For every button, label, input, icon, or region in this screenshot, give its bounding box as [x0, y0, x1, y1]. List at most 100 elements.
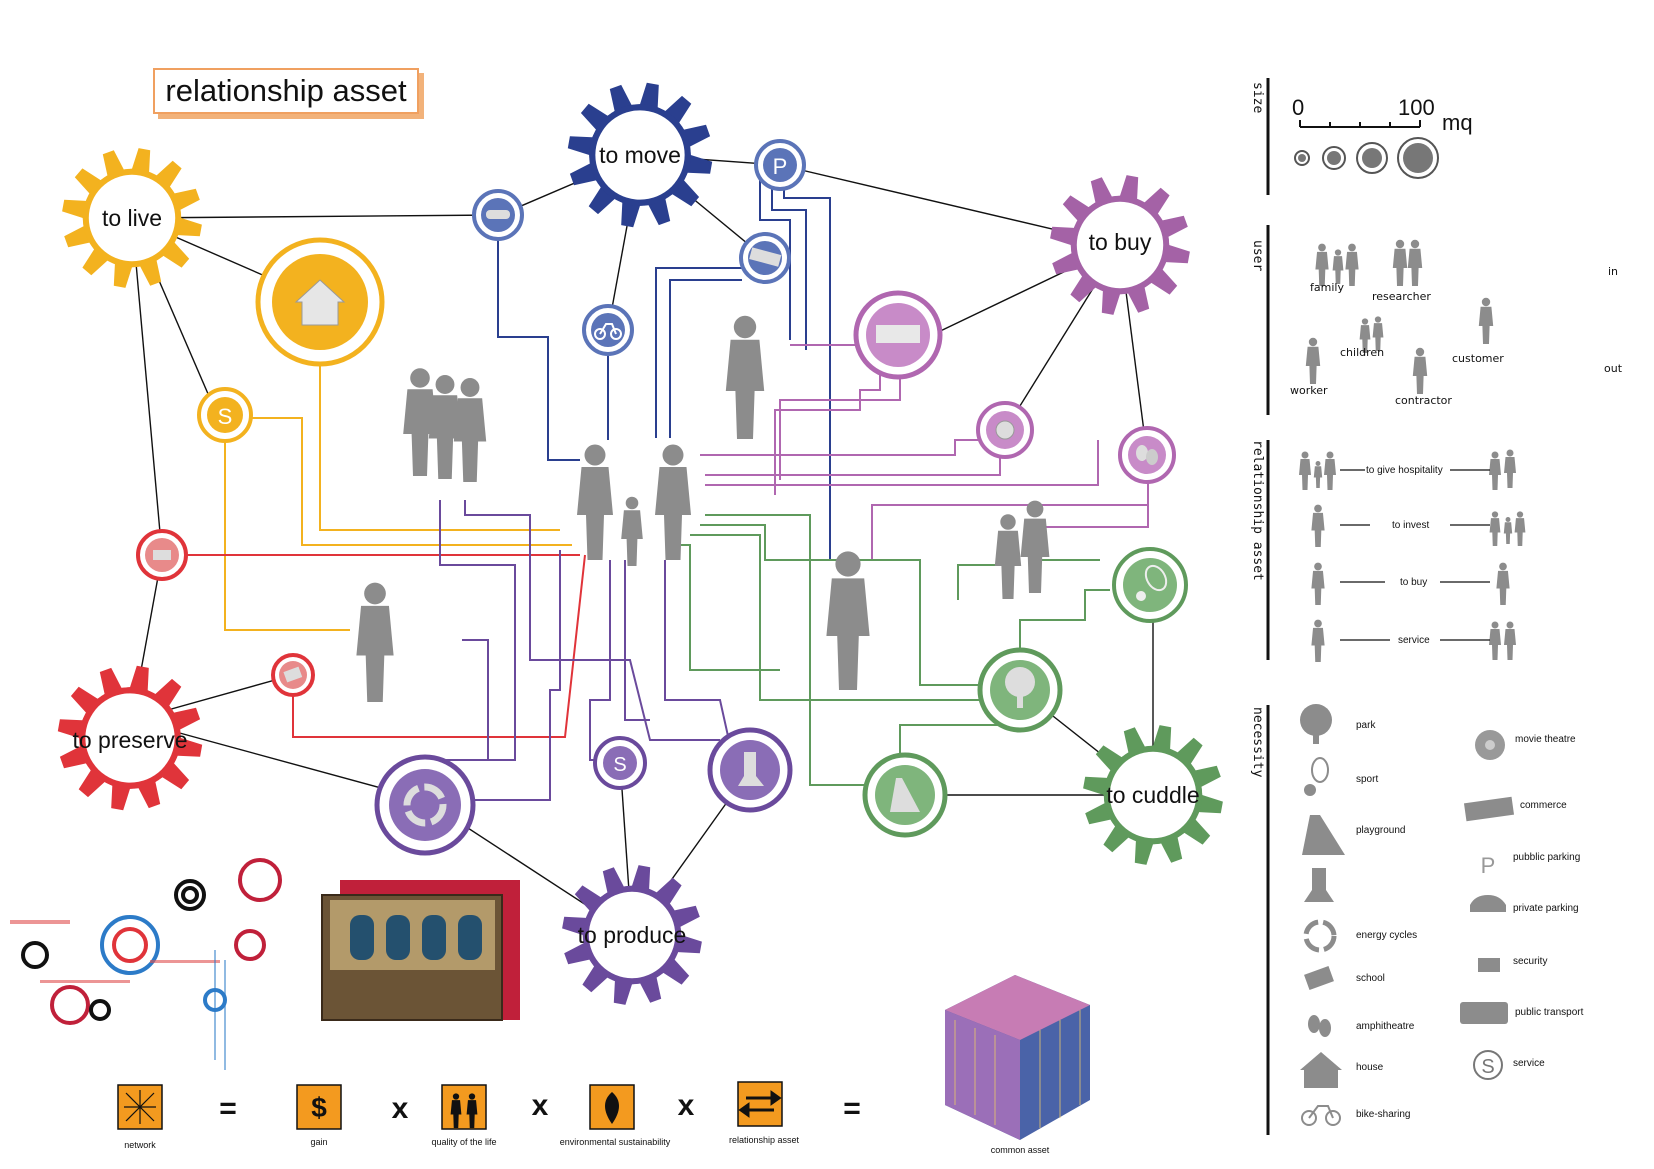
bus-icon	[749, 247, 782, 267]
gear-label-to-buy: to buy	[1089, 229, 1152, 255]
node-research-lab[interactable]	[707, 727, 793, 813]
user-label-children: children	[1340, 346, 1384, 359]
exchange-arrows-icon	[738, 1090, 782, 1118]
formula-label-relationship: relationship asset	[729, 1135, 800, 1145]
necessity-private-parking: private parking	[1513, 903, 1579, 914]
relationship-item-hospitality: to give hospitality	[1366, 465, 1443, 476]
formula-quality	[441, 1084, 487, 1130]
formula-label-common-asset: common asset	[991, 1145, 1050, 1155]
legend-user-out: out	[1604, 362, 1623, 375]
node-school[interactable]	[271, 653, 315, 697]
formula-label-environment: environmental sustainability	[560, 1137, 671, 1147]
relationship-item-invest: to invest	[1392, 520, 1429, 531]
node-bike-sharing[interactable]	[582, 304, 634, 356]
contractor-figure	[826, 551, 870, 690]
necessity-public-transport: public transport	[1515, 1007, 1584, 1018]
gear-label-to-produce: to produce	[578, 922, 687, 948]
node-private-parking[interactable]	[472, 189, 524, 241]
slide-icon	[890, 778, 920, 812]
node-security[interactable]	[136, 529, 188, 581]
gear-to-live[interactable]: to live	[62, 148, 202, 288]
gear-label-to-preserve: to preserve	[72, 727, 187, 753]
microscope-icon	[738, 752, 764, 786]
formula-network	[117, 1084, 163, 1130]
necessity-security: security	[1513, 956, 1547, 967]
user-label-family: family	[1310, 281, 1344, 294]
necessity-bike-sharing: bike-sharing	[1356, 1109, 1410, 1120]
bus-icon	[1460, 1002, 1508, 1024]
racket-icon	[1144, 564, 1168, 592]
customer-figure	[725, 315, 765, 439]
recycle-icon	[403, 783, 447, 827]
book-icon	[1304, 966, 1334, 990]
gear-center	[85, 693, 175, 783]
racket-icon	[1311, 757, 1329, 783]
gear-to-buy[interactable]: to buy	[1050, 175, 1190, 315]
necessity-sport: sport	[1356, 774, 1378, 785]
gear-to-preserve[interactable]: to preserve	[57, 665, 203, 811]
node-movie-theatre[interactable]	[976, 401, 1034, 459]
gear-center	[88, 174, 176, 262]
diagram-title: relationship asset	[153, 68, 419, 114]
legend-necessity-heading: necessity	[1250, 707, 1265, 778]
scale-min: 0	[1292, 95, 1304, 120]
node-commerce[interactable]	[853, 290, 943, 380]
gear-center	[595, 110, 685, 200]
necessity-school: school	[1356, 973, 1385, 984]
legend-relationship-heading: relationship asset	[1250, 440, 1265, 581]
gear-label-to-cuddle: to cuddle	[1106, 782, 1199, 808]
relationship-item-service: service	[1398, 635, 1430, 646]
gear-center	[1109, 751, 1197, 839]
scale-unit: mq	[1442, 110, 1473, 135]
necessity-park: park	[1356, 720, 1376, 731]
node-sport[interactable]	[1112, 547, 1188, 623]
node-public-parking[interactable]: P	[754, 139, 806, 191]
formula-gain: $	[296, 1084, 342, 1130]
legend-necessity: necessity park sport playground energy c…	[1250, 704, 1584, 1135]
gear-label-to-live: to live	[102, 205, 162, 231]
children-figure	[994, 500, 1050, 599]
node-energy-cycles[interactable]	[374, 754, 476, 856]
formula-relationship	[737, 1081, 783, 1127]
node-park[interactable]	[977, 647, 1063, 733]
legend-size: size 0 100 mq	[1250, 78, 1473, 195]
masks-icon	[1136, 445, 1148, 461]
recycle-icon	[1303, 919, 1337, 953]
necessity-commerce: commerce	[1520, 800, 1567, 811]
formula-times: x	[392, 1092, 409, 1125]
user-label-researcher: researcher	[1372, 290, 1431, 303]
formula-equals: =	[219, 1092, 237, 1125]
node-amphitheatre[interactable]	[1118, 426, 1176, 484]
gear-label-to-move: to move	[599, 142, 681, 168]
legend-size-heading: size	[1250, 82, 1265, 113]
formula: network = $ gain x quality of the life x…	[117, 975, 1090, 1155]
necessity-amphitheatre: amphitheatre	[1356, 1021, 1415, 1032]
service-icon	[1473, 1050, 1503, 1080]
user-label-contractor: contractor	[1395, 394, 1452, 407]
node-playground[interactable]	[862, 752, 948, 838]
formula-equals: =	[843, 1092, 861, 1125]
formula-label-quality: quality of the life	[431, 1137, 496, 1147]
gear-center	[588, 891, 676, 979]
node-service-yellow[interactable]: S	[197, 387, 253, 443]
formula-label-gain: gain	[310, 1137, 327, 1147]
node-public-transport[interactable]	[739, 232, 791, 284]
masks-icon	[1308, 1015, 1320, 1033]
necessity-energy-cycles: energy cycles	[1356, 930, 1417, 941]
slide-icon	[1302, 815, 1345, 855]
formula-times: x	[532, 1089, 549, 1122]
node-service-violet[interactable]: S	[593, 736, 647, 790]
service-icon: S	[613, 754, 626, 776]
security-icon	[153, 550, 171, 560]
gear-to-cuddle[interactable]: to cuddle	[1083, 725, 1223, 865]
leaf-icon	[605, 1092, 619, 1124]
gear-to-produce[interactable]: to produce	[562, 865, 702, 1005]
collage-image	[10, 858, 520, 1070]
node-house[interactable]	[255, 237, 385, 367]
parking-icon: P	[773, 154, 788, 179]
scale-max: 100	[1398, 95, 1435, 120]
gear-to-move[interactable]: to move	[567, 82, 713, 228]
parking-icon: P	[1481, 853, 1496, 878]
legend-user: user in out family researcher children c…	[1250, 225, 1623, 415]
